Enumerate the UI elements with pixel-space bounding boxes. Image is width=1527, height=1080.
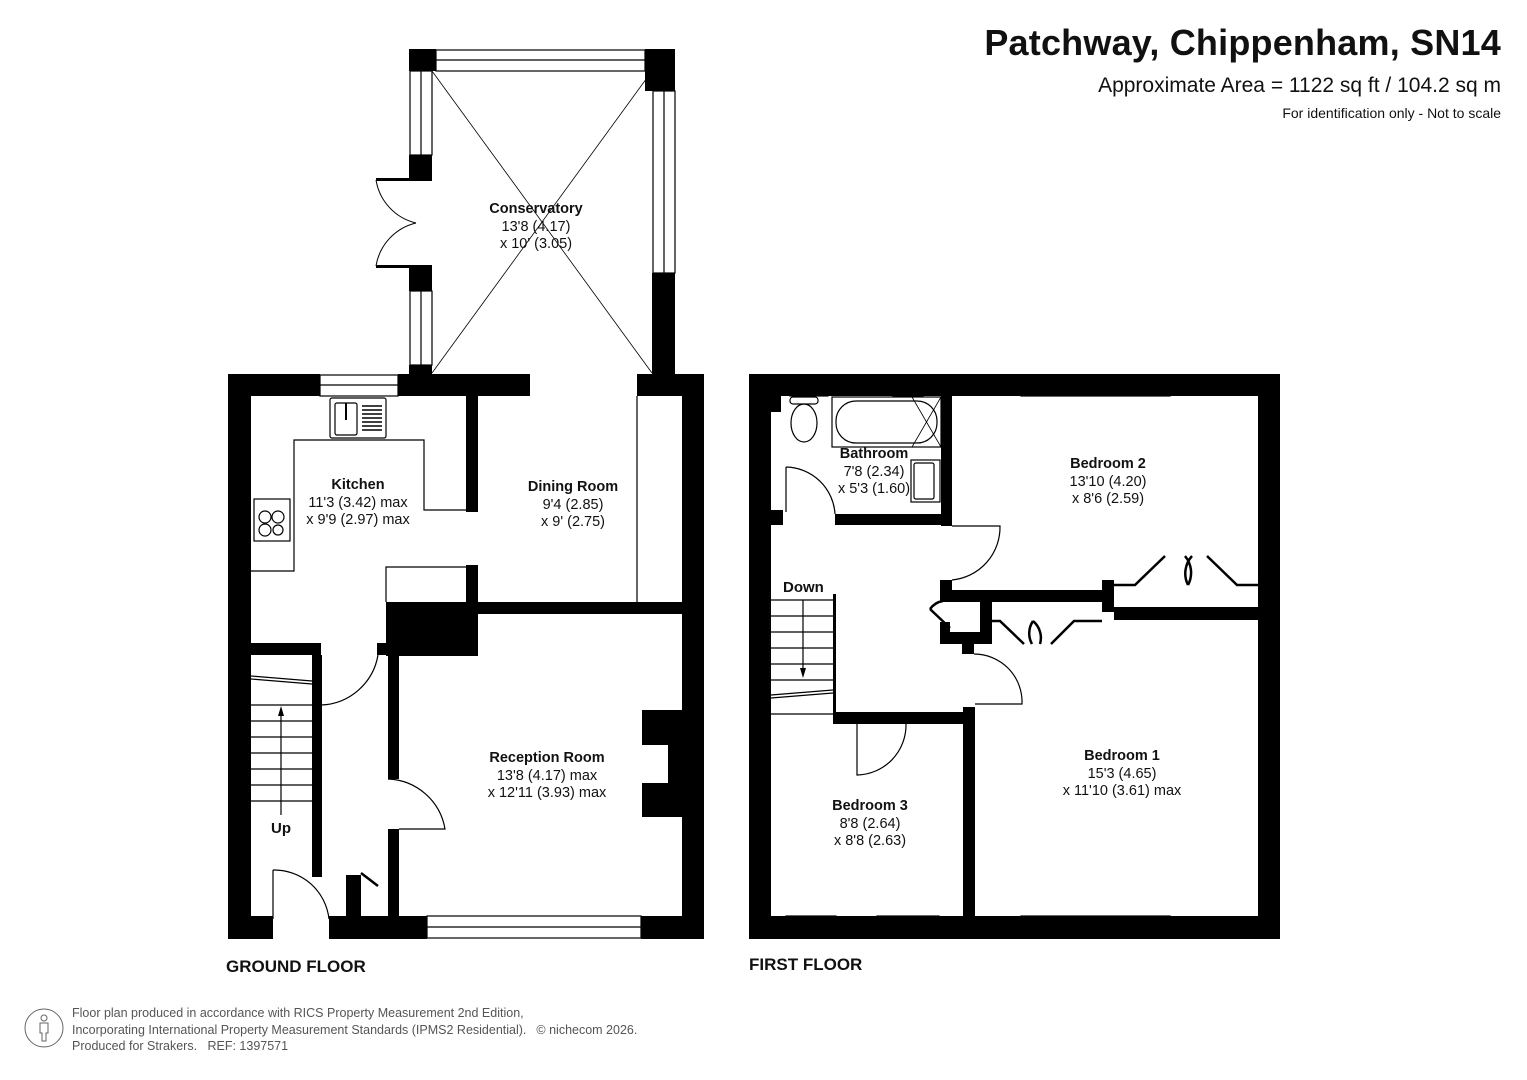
room-label-kitchen: Kitchen 11'3 (3.42) max x 9'9 (2.97) max	[306, 477, 410, 530]
room-dimension: x 12'11 (3.93) max	[487, 785, 607, 801]
room-dimension: 7'8 (2.34)	[843, 463, 905, 480]
ground-floor-plan	[228, 49, 704, 939]
room-dimension: x 8'6 (2.59)	[1071, 491, 1145, 507]
room-dimension: 11'3 (3.42) max	[308, 494, 408, 511]
first-floor-plan	[749, 374, 1280, 939]
room-label-reception-room: Reception Room 13'8 (4.17) max x 12'11 (…	[488, 750, 607, 803]
room-name: Bedroom 3	[832, 798, 908, 814]
room-name: Dining Room	[527, 479, 619, 495]
room-label-bathroom: Bathroom 7'8 (2.34) x 5'3 (1.60)	[838, 446, 910, 499]
footer-line-1: Floor plan produced in accordance with R…	[72, 1006, 524, 1020]
room-dimension: x 5'3 (1.60)	[837, 481, 911, 497]
room-dimension: 8'8 (2.64)	[839, 815, 901, 832]
scale-note: For identification only - Not to scale	[1282, 105, 1501, 121]
room-label-dining-room: Dining Room 9'4 (2.85) x 9' (2.75)	[528, 479, 618, 532]
room-label-bedroom-1: Bedroom 1 15'3 (4.65) x 11'10 (3.61) max	[1063, 748, 1182, 801]
footer-line-3: Produced for Strakers. REF: 1397571	[72, 1039, 289, 1053]
room-dimension: 13'8 (4.17)	[501, 218, 571, 235]
stairs-up-label: Up	[271, 820, 291, 837]
room-dimension: x 9' (2.75)	[540, 514, 606, 530]
room-dimension: x 11'10 (3.61) max	[1062, 783, 1182, 799]
copyright: © nichecom 2026.	[536, 1022, 638, 1037]
room-name: Bathroom	[839, 446, 909, 462]
room-dimension: 13'8 (4.17) max	[496, 767, 598, 784]
footer-line-2: Incorporating International Property Mea…	[72, 1022, 527, 1037]
room-name: Bedroom 1	[1084, 748, 1160, 764]
room-label-conservatory: Conservatory 13'8 (4.17) x 10' (3.05)	[489, 201, 582, 254]
room-label-bedroom-2: Bedroom 2 13'10 (4.20) x 8'6 (2.59)	[1070, 456, 1147, 509]
room-dimension: 9'4 (2.85)	[542, 496, 604, 513]
footer-disclaimer: Floor plan produced in accordance with R…	[72, 1005, 637, 1055]
room-dimension: x 8'8 (2.63)	[833, 833, 907, 849]
person-icon	[24, 1008, 64, 1048]
room-dimension: 13'10 (4.20)	[1069, 473, 1147, 490]
ground-floor-label: GROUND FLOOR	[226, 957, 366, 976]
stairs-down-label: Down	[783, 579, 824, 596]
room-name: Reception Room	[489, 750, 605, 766]
room-dimension: x 10' (3.05)	[499, 236, 573, 252]
approximate-area: Approximate Area = 1122 sq ft / 104.2 sq…	[1098, 74, 1501, 97]
room-name: Conservatory	[489, 201, 583, 217]
room-name: Kitchen	[331, 477, 385, 493]
first-floor-label: FIRST FLOOR	[749, 955, 863, 974]
room-dimension: x 9'9 (2.97) max	[306, 512, 410, 528]
room-label-bedroom-3: Bedroom 3 8'8 (2.64) x 8'8 (2.63)	[832, 798, 908, 851]
room-dimension: 15'3 (4.65)	[1087, 765, 1157, 782]
room-name: Bedroom 2	[1070, 456, 1146, 472]
property-title: Patchway, Chippenham, SN14	[984, 22, 1501, 63]
